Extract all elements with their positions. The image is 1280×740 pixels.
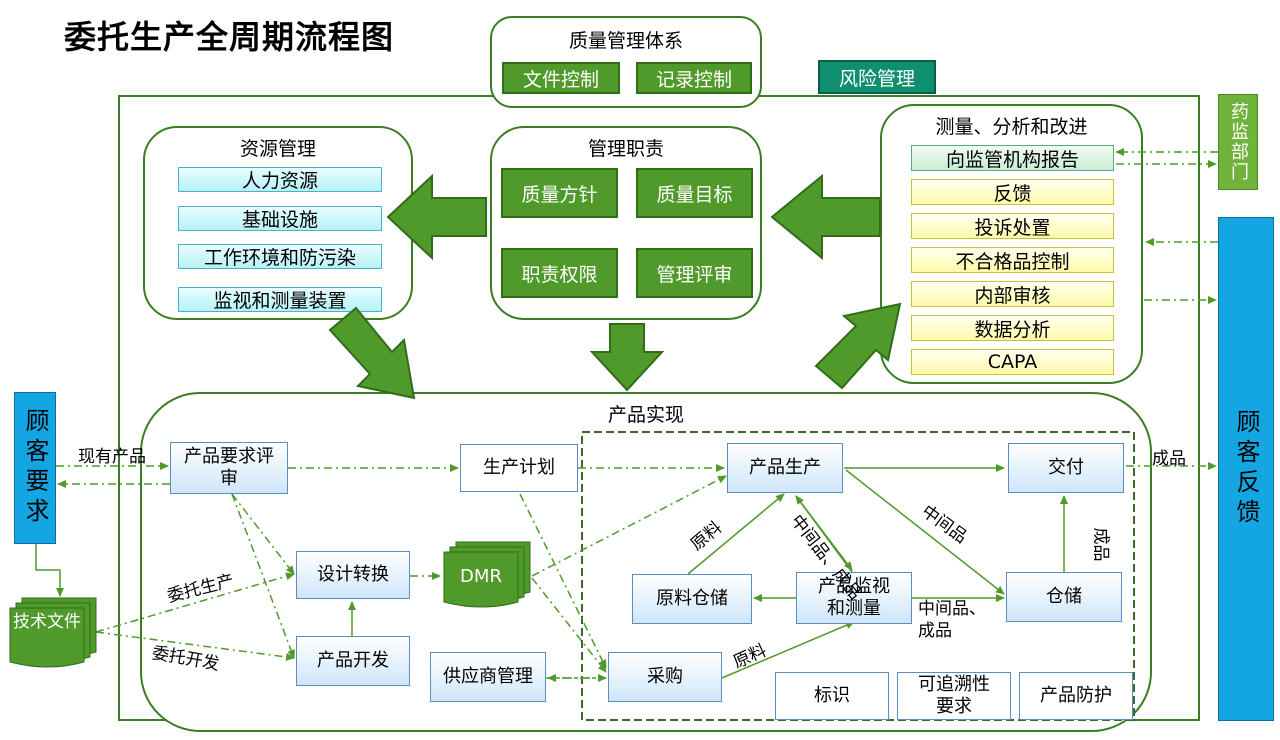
connector-line	[95, 631, 295, 661]
customer-requirement-bar: 顾客要求	[14, 392, 56, 544]
connector-line	[531, 577, 607, 673]
connector-line	[35, 544, 64, 597]
raw-storage-box: 原料仓储	[632, 574, 752, 624]
block-arrow	[328, 306, 416, 400]
measurement-item: 不合格品控制	[911, 247, 1114, 273]
connector-line	[795, 495, 853, 573]
connector-line	[95, 572, 295, 633]
finished-label: 成品	[1090, 527, 1111, 562]
resource-item: 工作环境和防污染	[178, 244, 382, 269]
regulator-report-item: 向监管机构报告	[911, 145, 1114, 171]
protection-box: 产品防护	[1019, 672, 1133, 720]
management-duties-header: 管理职责	[587, 138, 664, 160]
supplier-management-box: 供应商管理	[430, 652, 546, 702]
customer-feedback-bar: 顾客反馈	[1218, 217, 1274, 721]
measurement-header: 测量、分析和改进	[935, 116, 1088, 138]
manufacturing-region	[581, 431, 1135, 721]
resource-item: 基础设施	[178, 206, 382, 231]
duty-item: 质量方针	[501, 168, 618, 218]
finished-label: 成品	[1152, 449, 1186, 469]
regulator-box: 药监部门	[1218, 94, 1258, 190]
measurement-item: 数据分析	[911, 315, 1114, 341]
risk-management-box: 风险管理	[818, 60, 936, 94]
connector-line	[687, 493, 785, 575]
page-title: 委托生产全周期流程图	[64, 18, 395, 56]
intermediate-finished-label: 中间品、成品	[918, 599, 986, 641]
quality-system-panel: 质量管理体系 文件控制 记录控制	[490, 16, 762, 108]
block-arrow	[770, 173, 881, 261]
file-control-box: 文件控制	[502, 62, 620, 94]
duty-item: 职责权限	[501, 248, 618, 298]
duty-item: 质量目标	[636, 168, 753, 218]
resource-item: 人力资源	[178, 167, 382, 192]
existing-product-label: 现有产品	[78, 447, 146, 467]
monitoring-box: 产品监视和测量	[796, 572, 912, 624]
product-development-box: 产品开发	[296, 636, 410, 686]
duty-item: 管理评审	[636, 248, 753, 298]
connector-line	[531, 475, 727, 577]
product-realization-header: 产品实现	[607, 404, 684, 426]
resource-item: 监视和测量装置	[178, 287, 382, 312]
connector-line	[721, 621, 855, 679]
connector-line	[519, 493, 607, 669]
block-arrow	[589, 323, 665, 392]
connector-line	[231, 493, 295, 575]
tech-files-label: 技术文件	[13, 612, 81, 632]
identification-box: 标识	[775, 672, 889, 720]
block-arrow	[386, 173, 487, 261]
purchasing-box: 采购	[608, 652, 722, 702]
connector-line	[231, 493, 295, 659]
block-arrow	[814, 302, 902, 390]
connector-line	[845, 469, 1005, 595]
delivery-box: 交付	[1008, 443, 1124, 493]
tech-files-doc-icon	[9, 597, 97, 668]
requirement-review-box: 产品要求评审	[170, 442, 288, 494]
dmr-label: DMR	[460, 566, 502, 587]
measurement-item: 投诉处置	[911, 213, 1114, 239]
production-box: 产品生产	[727, 443, 843, 493]
resource-management-header: 资源管理	[239, 138, 316, 160]
warehouse-box: 仓储	[1006, 572, 1122, 622]
production-plan-box: 生产计划	[460, 444, 578, 492]
measurement-item: 反馈	[911, 179, 1114, 205]
design-transfer-box: 设计转换	[296, 551, 410, 599]
quality-system-header: 质量管理体系	[568, 30, 683, 52]
traceability-box: 可追溯性要求	[897, 672, 1011, 720]
measurement-item: CAPA	[911, 349, 1114, 375]
measurement-item: 内部审核	[911, 281, 1114, 307]
dmr-doc-icon	[443, 541, 531, 608]
record-control-box: 记录控制	[636, 62, 752, 94]
